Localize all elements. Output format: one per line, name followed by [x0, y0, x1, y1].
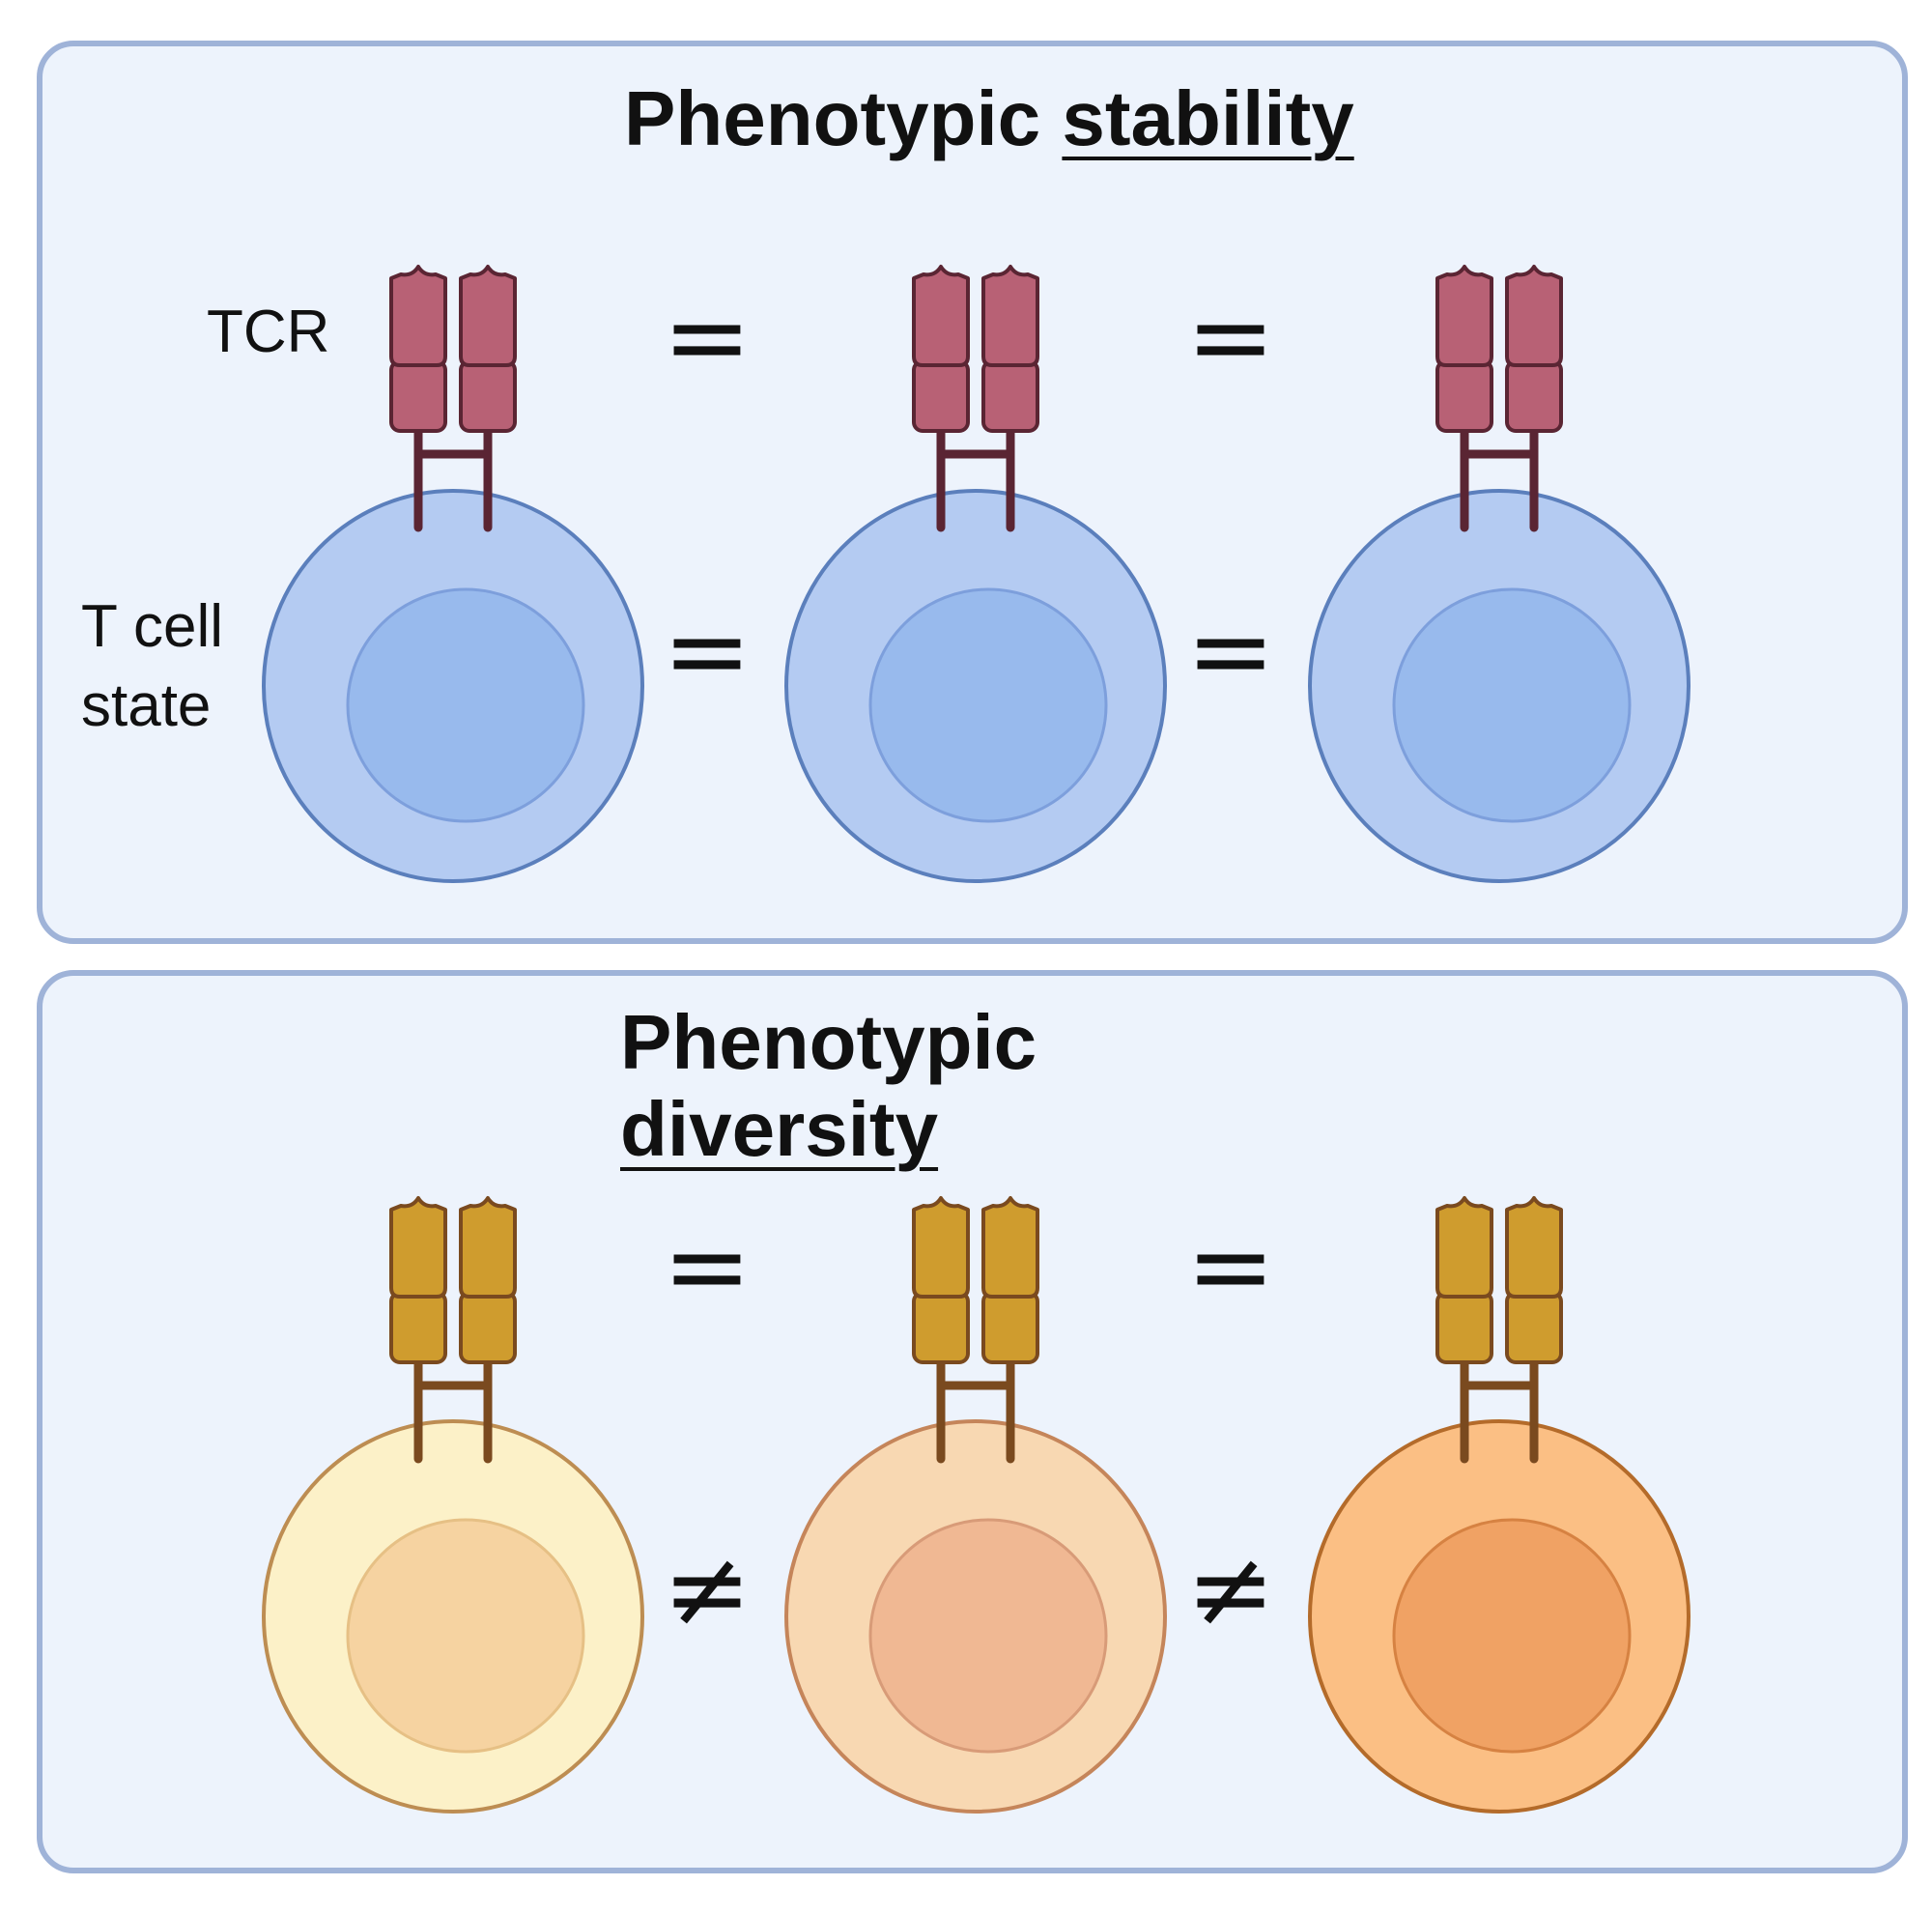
tcr-constant-domain	[981, 1291, 1039, 1364]
tcr-constant-domain	[912, 1291, 970, 1364]
state-relation-sign: =	[663, 588, 752, 712]
panel-title: Phenotypic diversity	[620, 999, 1037, 1173]
tcr-variable-domain	[1435, 1196, 1493, 1299]
state-relation-sign: ≠	[663, 1527, 752, 1650]
label-tcr: TCR	[207, 299, 330, 365]
receptor-relation-sign: =	[663, 274, 752, 398]
t-cell	[784, 1419, 1167, 1814]
state-relation-sign: ≠	[1186, 1527, 1275, 1650]
tcr-variable-domain	[389, 265, 447, 367]
tcr-receptor	[389, 1196, 517, 1464]
cell-nucleus	[868, 587, 1108, 823]
title-main: Phenotypic	[620, 999, 1037, 1085]
cell-nucleus	[1392, 1518, 1632, 1754]
tcr-constant-domain	[459, 359, 517, 433]
cell-nucleus	[346, 1518, 585, 1754]
tcr-variable-domain	[1505, 1196, 1563, 1299]
tcr-receptor	[912, 1196, 1039, 1464]
label-t-cell-state-line2: state	[81, 672, 212, 739]
receptor-relation-sign: =	[1186, 1204, 1275, 1328]
tcr-receptor	[1435, 1196, 1563, 1464]
tcr-constant-domain	[1505, 359, 1563, 433]
cell-nucleus	[346, 587, 585, 823]
tcr-variable-domain	[912, 1196, 970, 1299]
tcr-receptor	[1435, 265, 1563, 532]
label-t-cell-state: T cell state	[81, 587, 223, 746]
t-cell	[784, 489, 1167, 883]
title-emphasis: stability	[1062, 75, 1354, 161]
receptor-relation-sign: =	[663, 1204, 752, 1328]
tcr-variable-domain	[981, 1196, 1039, 1299]
tcr-variable-domain	[1505, 265, 1563, 367]
tcr-variable-domain	[389, 1196, 447, 1299]
tcr-constant-domain	[1435, 1291, 1493, 1364]
label-t-cell-state-line1: T cell	[81, 593, 224, 660]
tcr-constant-domain	[912, 359, 970, 433]
title-emphasis: diversity	[620, 1086, 939, 1172]
panel-title: Phenotypic stability	[624, 75, 1354, 162]
tcr-variable-domain	[912, 265, 970, 367]
t-cell	[1308, 1419, 1690, 1814]
receptor-relation-sign: =	[1186, 274, 1275, 398]
tcr-constant-domain	[389, 1291, 447, 1364]
tcr-variable-domain	[459, 1196, 517, 1299]
tcr-variable-domain	[1435, 265, 1493, 367]
t-cell	[1308, 489, 1690, 883]
cell-nucleus	[1392, 587, 1632, 823]
title-main: Phenotypic	[624, 75, 1041, 161]
t-cell	[262, 489, 644, 883]
tcr-constant-domain	[389, 359, 447, 433]
cell-nucleus	[868, 1518, 1108, 1754]
tcr-variable-domain	[981, 265, 1039, 367]
tcr-constant-domain	[459, 1291, 517, 1364]
tcr-receptor	[912, 265, 1039, 532]
tcr-constant-domain	[981, 359, 1039, 433]
t-cell	[262, 1419, 644, 1814]
tcr-receptor	[389, 265, 517, 532]
state-relation-sign: =	[1186, 588, 1275, 712]
tcr-variable-domain	[459, 265, 517, 367]
tcr-constant-domain	[1435, 359, 1493, 433]
tcr-constant-domain	[1505, 1291, 1563, 1364]
